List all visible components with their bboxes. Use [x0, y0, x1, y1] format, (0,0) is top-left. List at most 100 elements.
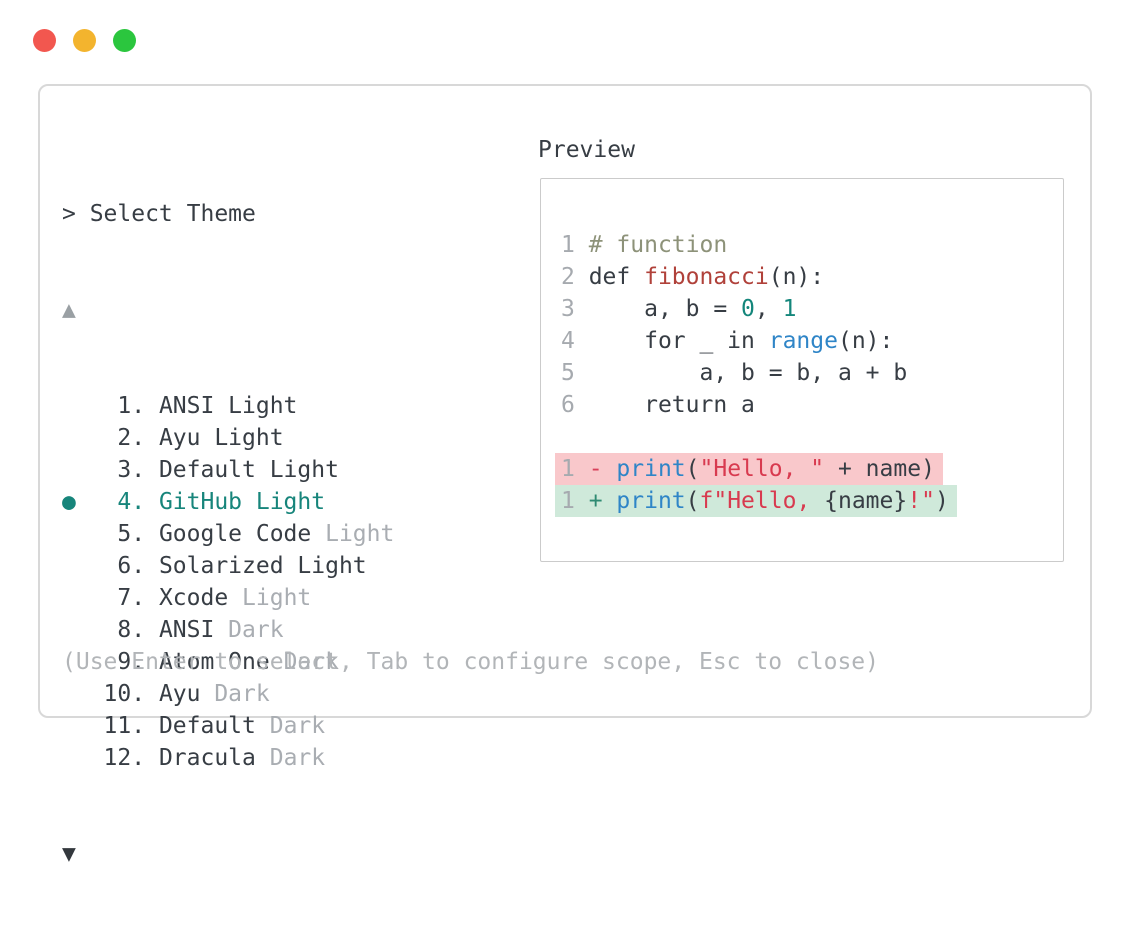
- theme-number: 12.: [103, 745, 159, 771]
- theme-item-ansi-light[interactable]: 1. ANSI Light: [62, 390, 394, 422]
- code-token: (: [685, 456, 700, 482]
- marker-spacer: [62, 393, 104, 419]
- code-line: 6 return a: [561, 389, 1063, 421]
- scroll-up-icon[interactable]: ▲: [62, 297, 76, 323]
- code-token: ,: [754, 296, 783, 322]
- marker-spacer: [62, 585, 104, 611]
- theme-variant: Dark: [200, 681, 270, 707]
- theme-item-dracula-dark[interactable]: 12. Dracula Dark: [62, 742, 394, 774]
- theme-name: ANSI Light: [158, 393, 298, 419]
- line-number: 5: [561, 360, 589, 386]
- theme-item-xcode-light[interactable]: 7. Xcode Light: [62, 582, 394, 614]
- line-number: 1: [561, 488, 589, 514]
- theme-number: 5.: [103, 521, 159, 547]
- theme-name: Default: [158, 713, 256, 739]
- marker-spacer: [62, 553, 104, 579]
- marker-spacer: [62, 745, 104, 771]
- code-token: 1: [782, 296, 797, 322]
- theme-name: Google Code: [158, 521, 312, 547]
- theme-name: Atom One: [158, 649, 270, 675]
- marker-spacer: [62, 713, 104, 739]
- marker-spacer: [62, 617, 104, 643]
- theme-item-default-light[interactable]: 3. Default Light: [62, 454, 394, 486]
- code-line: 3 a, b = 0, 1: [561, 293, 1063, 325]
- preview-title: Preview: [538, 137, 635, 163]
- keyboard-hint: (Use Enter to select, Tab to configure s…: [62, 649, 879, 675]
- diff-highlight-removed: 1 - print("Hello, " + name): [555, 453, 943, 485]
- code-token: +: [588, 488, 617, 514]
- code-token: {name}: [824, 488, 908, 514]
- line-number: 1: [561, 456, 589, 482]
- theme-number: 6.: [103, 553, 159, 579]
- line-number: 4: [561, 328, 589, 354]
- code-token: "Hello, ": [699, 456, 825, 482]
- code-token: 0: [741, 296, 755, 322]
- theme-name: ANSI: [158, 617, 215, 643]
- code-token: (: [685, 488, 700, 514]
- theme-name: Ayu: [158, 681, 201, 707]
- code-token: def: [588, 264, 645, 290]
- window-controls: [33, 29, 136, 52]
- theme-item-default-dark[interactable]: 11. Default Dark: [62, 710, 394, 742]
- marker-spacer: [62, 521, 104, 547]
- theme-name: Default Light: [158, 457, 339, 483]
- code-token: return a: [588, 392, 755, 418]
- code-token: (n):: [768, 264, 825, 290]
- theme-item-ayu-dark[interactable]: 10. Ayu Dark: [62, 678, 394, 710]
- theme-list: 1. ANSI Light 2. Ayu Light 3. Default Li…: [62, 390, 394, 774]
- code-token: print: [616, 488, 686, 514]
- theme-name: Dracula: [158, 745, 256, 771]
- theme-item-solarized-light[interactable]: 6. Solarized Light: [62, 550, 394, 582]
- theme-number: 11.: [103, 713, 159, 739]
- theme-number: 10.: [103, 681, 159, 707]
- zoom-button[interactable]: [113, 29, 136, 52]
- select-theme-prompt: > Select Theme: [62, 201, 256, 227]
- marker-spacer: [62, 681, 104, 707]
- code-token: f"Hello,: [699, 488, 825, 514]
- theme-variant: Light: [311, 521, 395, 547]
- scroll-down-icon[interactable]: ▼: [62, 841, 76, 867]
- line-number: 3: [561, 296, 589, 322]
- theme-item-ansi-dark[interactable]: 8. ANSI Dark: [62, 614, 394, 646]
- blank-line: [561, 421, 1063, 453]
- theme-item-atom-one-dark[interactable]: 9. Atom One Dark: [62, 646, 394, 678]
- selected-bullet-icon: ●: [62, 489, 104, 515]
- theme-variant: Dark: [255, 713, 326, 739]
- theme-name: Xcode: [158, 585, 229, 611]
- theme-number: 8.: [103, 617, 159, 643]
- theme-item-google-code-light[interactable]: 5. Google Code Light: [62, 518, 394, 550]
- code-token: for _ in: [588, 328, 769, 354]
- code-token: (n):: [837, 328, 894, 354]
- theme-variant: Dark: [255, 745, 326, 771]
- code-token: ): [934, 488, 949, 514]
- theme-number: 2.: [103, 425, 159, 451]
- diff-line-added: 1 + print(f"Hello, {name}!"): [555, 485, 1063, 517]
- theme-number: 4.: [103, 489, 159, 515]
- code-token: + name): [824, 456, 935, 482]
- theme-number: 9.: [103, 649, 159, 675]
- theme-name: Ayu Light: [158, 425, 284, 451]
- theme-item-ayu-light[interactable]: 2. Ayu Light: [62, 422, 394, 454]
- marker-spacer: [62, 425, 104, 451]
- theme-variant: Light: [228, 585, 312, 611]
- line-number: 1: [561, 232, 589, 258]
- code-line: 5 a, b = b, a + b: [561, 357, 1063, 389]
- code-token: -: [588, 456, 617, 482]
- code-token: # function: [588, 232, 728, 258]
- theme-item-github-light[interactable]: ● 4. GitHub Light: [62, 486, 394, 518]
- theme-picker-panel: > Select Theme ▲ 1. ANSI Light 2. Ayu Li…: [62, 134, 394, 934]
- minimize-button[interactable]: [73, 29, 96, 52]
- theme-number: 3.: [103, 457, 159, 483]
- code-token: a, b = b, a + b: [588, 360, 908, 386]
- theme-picker-dialog: > Select Theme ▲ 1. ANSI Light 2. Ayu Li…: [38, 84, 1092, 867]
- diff-line-removed: 1 - print("Hello, " + name): [555, 453, 1063, 485]
- theme-name: Solarized Light: [158, 553, 367, 579]
- code-token: !": [907, 488, 935, 514]
- code-token: a, b =: [588, 296, 742, 322]
- line-number: 2: [561, 264, 589, 290]
- close-button[interactable]: [33, 29, 56, 52]
- theme-variant: Dark: [269, 649, 339, 675]
- code-token: fibonacci: [644, 264, 769, 290]
